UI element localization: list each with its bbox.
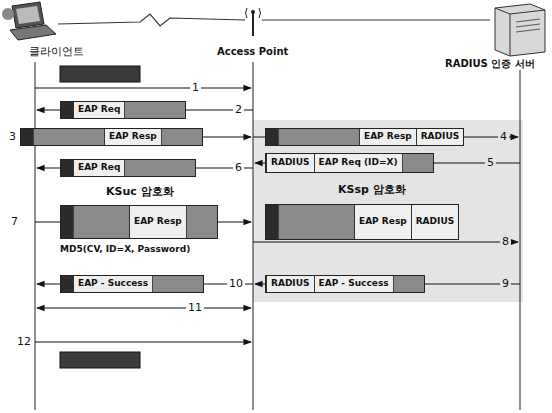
frame-header — [61, 160, 73, 176]
frame-field — [393, 276, 424, 292]
packet-frame: EAP RespRADIUS — [265, 204, 459, 240]
frame-text: EAP Req (ID=X) — [314, 154, 402, 172]
frame-text: EAP Resp — [104, 129, 161, 145]
packet-frame: EAP Resp — [20, 128, 203, 146]
message-arrows — [35, 88, 520, 342]
frame-text: EAP Resp — [354, 205, 411, 239]
packet-frame: EAP RespRADIUS — [265, 128, 464, 146]
packet-frame: EAP Req — [60, 101, 186, 119]
annotation: KSuc 암호화 — [104, 186, 176, 199]
server-icon — [495, 4, 545, 56]
frame-text: RADIUS — [416, 129, 464, 145]
packet-frame: RADIUSEAP Req (ID=X) — [265, 153, 434, 173]
frame-field — [278, 129, 359, 145]
frame-text: EAP Req — [73, 102, 124, 118]
wired-link — [262, 19, 490, 20]
frame-text: RADIUS — [266, 276, 314, 292]
frame-field — [402, 154, 433, 172]
callout-number: 1 — [190, 82, 201, 95]
callout-number: 7 — [9, 216, 20, 229]
antenna-icon — [246, 8, 261, 36]
frame-field — [186, 206, 217, 238]
callout-number: 6 — [233, 162, 244, 175]
callout-number: 3 — [7, 131, 18, 144]
callout-number: 11 — [186, 302, 204, 315]
callout-number: 5 — [485, 157, 496, 170]
callout-number: 10 — [227, 278, 245, 291]
frame-field — [73, 206, 129, 238]
lifeline — [35, 62, 36, 410]
frame-field — [124, 102, 185, 118]
frame-field — [152, 276, 203, 292]
packet-frame: EAP - Success — [60, 275, 204, 293]
frame-header — [266, 205, 278, 239]
frame-field — [33, 129, 104, 145]
frame-header — [266, 129, 278, 145]
frame-text: EAP - Success — [314, 276, 393, 292]
lifeline — [520, 68, 521, 410]
shaded-region — [253, 120, 523, 302]
lifeline — [253, 62, 254, 410]
callout-number: 8 — [500, 236, 511, 249]
frame-text: EAP Resp — [359, 129, 416, 145]
frame-header — [61, 102, 73, 118]
frame-field — [124, 160, 195, 176]
frame-text: RADIUS — [411, 205, 459, 239]
packet-frame: EAP Resp — [60, 205, 218, 239]
annotation: MD5(CV, ID=X, Password) — [58, 244, 192, 254]
frame-text: EAP Req — [73, 160, 124, 176]
participant-label: RADIUS 인증 서버 — [443, 58, 537, 70]
frame-header — [61, 276, 73, 292]
frame-field — [278, 205, 354, 239]
participant-label: Access Point — [215, 46, 290, 58]
frame-header — [61, 206, 73, 238]
participant-label: 클라이언트 — [27, 46, 86, 59]
packet-frame — [60, 66, 140, 82]
wireless-link — [58, 14, 245, 26]
annotation: KSsp 암호화 — [336, 184, 408, 197]
frame-header — [21, 129, 33, 145]
callout-number: 2 — [233, 104, 244, 117]
frame-text: EAP Resp — [129, 206, 186, 238]
callout-number: 9 — [500, 278, 511, 291]
callout-number: 12 — [15, 336, 33, 349]
frame-text: RADIUS — [266, 154, 314, 172]
frame-field — [161, 129, 202, 145]
packet-frame — [60, 352, 140, 368]
packet-frame: EAP Req — [60, 159, 196, 177]
callout-number: 4 — [498, 131, 509, 144]
frame-text: EAP - Success — [73, 276, 152, 292]
packet-frame: RADIUSEAP - Success — [265, 275, 425, 293]
laptop-icon — [2, 2, 56, 40]
